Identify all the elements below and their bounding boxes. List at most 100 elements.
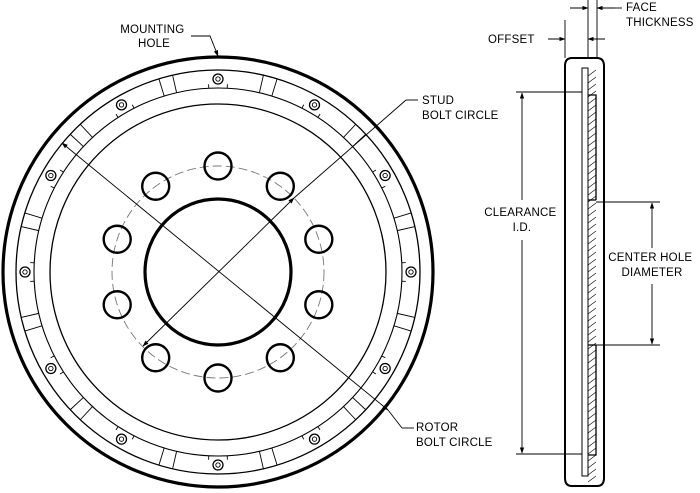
flange-notch — [158, 447, 165, 466]
flange-notch — [352, 397, 367, 411]
flange-notch — [343, 123, 357, 138]
hatch-line — [587, 405, 597, 413]
hatch-line — [587, 167, 597, 175]
flange-notch — [258, 451, 264, 469]
hatch-line — [587, 216, 597, 224]
hatch-line — [587, 251, 597, 259]
hatch-line — [587, 412, 597, 420]
mounting-hole — [212, 459, 224, 471]
mounting-hole — [212, 73, 224, 85]
hatch-line — [587, 377, 597, 385]
hatch-line — [587, 279, 597, 287]
stud-bolt-circle-diameter-line — [142, 197, 295, 347]
flange-tick — [50, 355, 55, 359]
rotor-leader — [387, 409, 403, 429]
hatch-line — [587, 111, 597, 119]
mounting-hole-bore — [118, 436, 125, 442]
mounting-hole-bore — [215, 462, 221, 468]
offset-label: OFFSET — [488, 34, 535, 46]
flange-ring — [15, 69, 421, 475]
hatch-line — [587, 342, 597, 350]
flange-tick — [131, 104, 135, 109]
mounting-hole — [19, 266, 31, 278]
mounting-hole — [379, 169, 391, 182]
hatch-line — [587, 132, 597, 140]
flange-notch — [258, 75, 264, 93]
hatch-line — [587, 335, 597, 343]
flange-notch — [21, 226, 39, 232]
flange-notch — [172, 75, 178, 93]
flange-tick — [372, 169, 377, 173]
flange-notch — [158, 78, 165, 97]
hatch-line — [587, 454, 597, 462]
flange-notch — [79, 123, 93, 138]
flange-notch — [24, 325, 43, 332]
mounting-hole-bore — [48, 365, 54, 372]
hatch-line — [587, 223, 597, 231]
hatch-line — [587, 174, 597, 182]
hatch-line — [587, 398, 597, 406]
side-view — [564, 57, 605, 487]
flange-tick — [115, 426, 119, 431]
hatch-line — [587, 69, 597, 77]
hatch-line — [587, 202, 597, 210]
hatch-line — [587, 461, 597, 469]
hatch-line — [587, 90, 597, 98]
flange-tick — [131, 435, 135, 440]
hatch-line — [587, 447, 597, 455]
rotor-bolt-circle-diameter-line — [61, 142, 389, 411]
outer-rim — [1, 55, 435, 489]
hatch-line — [587, 139, 597, 147]
hatch-line — [587, 349, 597, 357]
stud-leader — [293, 99, 407, 199]
mounting-hole — [45, 362, 57, 375]
hatch-line — [587, 314, 597, 322]
hatch-line — [587, 391, 597, 399]
face-thickness-label: FACE THICKNESS — [626, 2, 694, 29]
flange-notch — [343, 406, 357, 421]
mounting-hole — [115, 99, 128, 111]
flange-notch — [79, 406, 93, 421]
hatch-line — [587, 265, 597, 273]
side-hatching — [587, 69, 597, 483]
side-profile-step — [588, 94, 597, 456]
hatch-line — [587, 125, 597, 133]
mounting-hole-bore — [382, 172, 388, 179]
flange-tick — [381, 355, 386, 359]
hatch-line — [587, 118, 597, 126]
hatch-line — [587, 293, 597, 301]
flange-notch — [21, 312, 39, 318]
hatch-line — [587, 356, 597, 364]
mounting-hole-bore — [311, 102, 318, 108]
mounting-hole-bore — [22, 269, 28, 275]
mounting-hole-bore — [118, 102, 125, 108]
flange-notch — [172, 451, 178, 469]
mounting-hole — [308, 99, 321, 111]
hatch-line — [587, 363, 597, 371]
mounting-hole-bore — [48, 172, 54, 179]
center-hole-diameter-label: CENTER HOLE DIAMETER — [608, 252, 695, 279]
mounting-hole-leader — [191, 35, 219, 57]
flange-tick — [115, 113, 119, 118]
hatch-line — [587, 195, 597, 203]
flange-tick — [50, 185, 55, 189]
hatch-line — [587, 328, 597, 336]
hatch-line — [587, 307, 597, 315]
flange-tick — [59, 169, 64, 173]
flange-tick — [372, 371, 377, 375]
hatch-line — [587, 419, 597, 427]
flange-notch — [393, 325, 412, 332]
flange-tick — [317, 426, 321, 431]
mounting-hole-bore — [408, 269, 414, 275]
hatch-line — [587, 97, 597, 105]
side-profile-outer — [564, 57, 605, 487]
flange-tick — [59, 371, 64, 375]
flange-tick — [317, 113, 321, 118]
rotor-bolt-circle-label: ROTOR BOLT CIRCLE — [416, 422, 493, 449]
hatch-line — [587, 230, 597, 238]
hatch-line — [587, 440, 597, 448]
mounting-hole — [379, 362, 391, 375]
flange-tick — [301, 104, 305, 109]
clearance-id-label: CLEARANCE I.D. — [484, 207, 560, 234]
